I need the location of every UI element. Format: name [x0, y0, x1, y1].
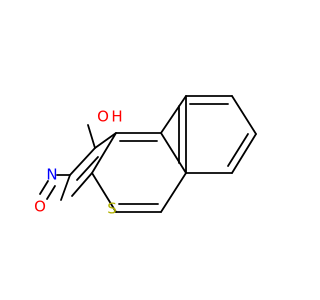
bond	[160, 95, 187, 134]
bond	[231, 133, 257, 174]
atom-label-hydroxyl-h: H	[111, 108, 122, 126]
bond	[87, 124, 96, 149]
bond	[91, 172, 117, 213]
bond	[76, 156, 99, 181]
atom-label-nitroso-n: N	[46, 166, 57, 184]
bond	[69, 147, 96, 176]
atom-label-nitroso-o: O	[34, 198, 46, 216]
bond	[160, 132, 187, 174]
molecule-structure: H O N O S	[34, 95, 257, 218]
bond	[39, 180, 49, 195]
bond	[91, 132, 117, 174]
bond	[94, 132, 117, 149]
bond	[60, 174, 71, 201]
atom-label-sulfur: S	[107, 200, 117, 218]
bond	[71, 172, 93, 197]
atom-labels: H O N O S	[34, 108, 123, 218]
bond	[227, 133, 249, 167]
bond	[231, 95, 257, 135]
bond	[46, 185, 56, 200]
bond	[160, 172, 187, 213]
atom-label-hydroxyl-o: O	[97, 108, 109, 126]
bond-skeleton	[39, 95, 257, 213]
